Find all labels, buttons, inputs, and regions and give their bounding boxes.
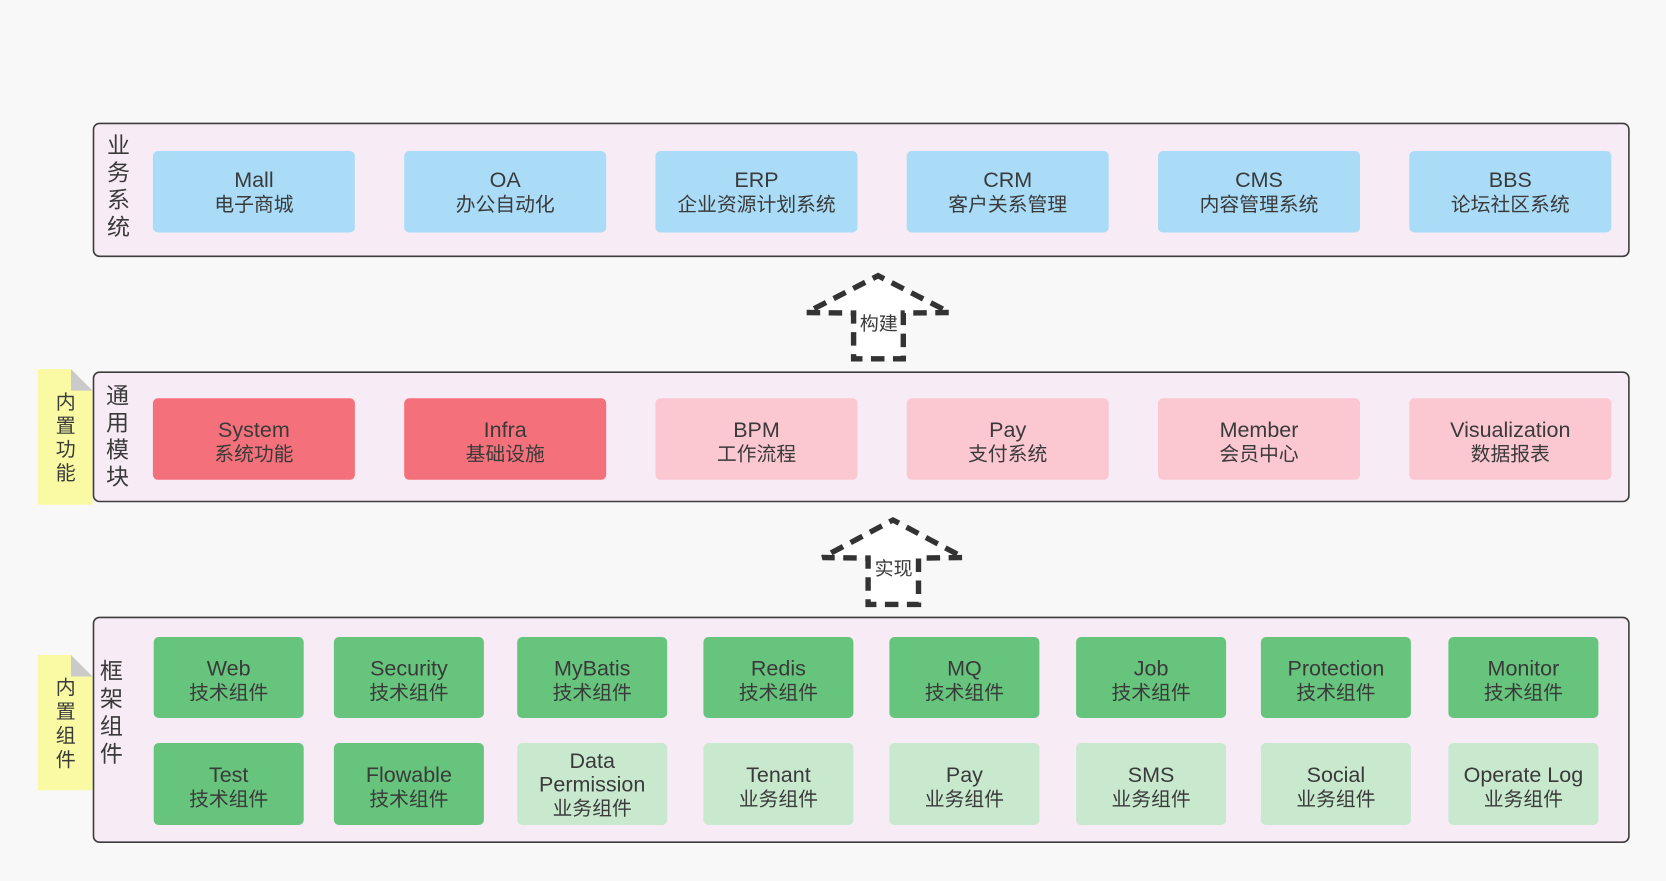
svg-text:CRM: CRM (983, 168, 1032, 192)
svg-text:Test: Test (209, 763, 248, 787)
svg-text:Social: Social (1307, 763, 1366, 787)
svg-text:Monitor: Monitor (1488, 656, 1560, 680)
svg-text:Redis: Redis (751, 656, 806, 680)
svg-text:BPM: BPM (733, 418, 780, 442)
svg-text:Pay: Pay (989, 418, 1026, 442)
svg-text:Web: Web (207, 656, 251, 680)
svg-text:BBS: BBS (1489, 168, 1532, 192)
svg-text:Member: Member (1220, 418, 1299, 442)
svg-text:Job: Job (1134, 656, 1169, 680)
svg-text:Pay: Pay (946, 763, 983, 787)
svg-text:Operate Log: Operate Log (1464, 763, 1584, 787)
svg-text:SMS: SMS (1128, 763, 1175, 787)
svg-text:MyBatis: MyBatis (554, 656, 630, 680)
svg-text:CMS: CMS (1235, 168, 1283, 192)
svg-text:ERP: ERP (734, 168, 778, 192)
svg-text:Data: Data (569, 749, 614, 773)
svg-text:Security: Security (370, 656, 448, 680)
svg-text:Protection: Protection (1287, 656, 1384, 680)
svg-text:MQ: MQ (947, 656, 982, 680)
svg-text:Permission: Permission (539, 773, 645, 797)
svg-text:Flowable: Flowable (366, 763, 452, 787)
svg-text:Visualization: Visualization (1450, 418, 1570, 442)
svg-text:Infra: Infra (484, 418, 527, 442)
svg-text:Mall: Mall (234, 168, 273, 192)
svg-text:Tenant: Tenant (746, 763, 811, 787)
svg-text:OA: OA (490, 168, 522, 192)
svg-text:System: System (218, 418, 290, 442)
